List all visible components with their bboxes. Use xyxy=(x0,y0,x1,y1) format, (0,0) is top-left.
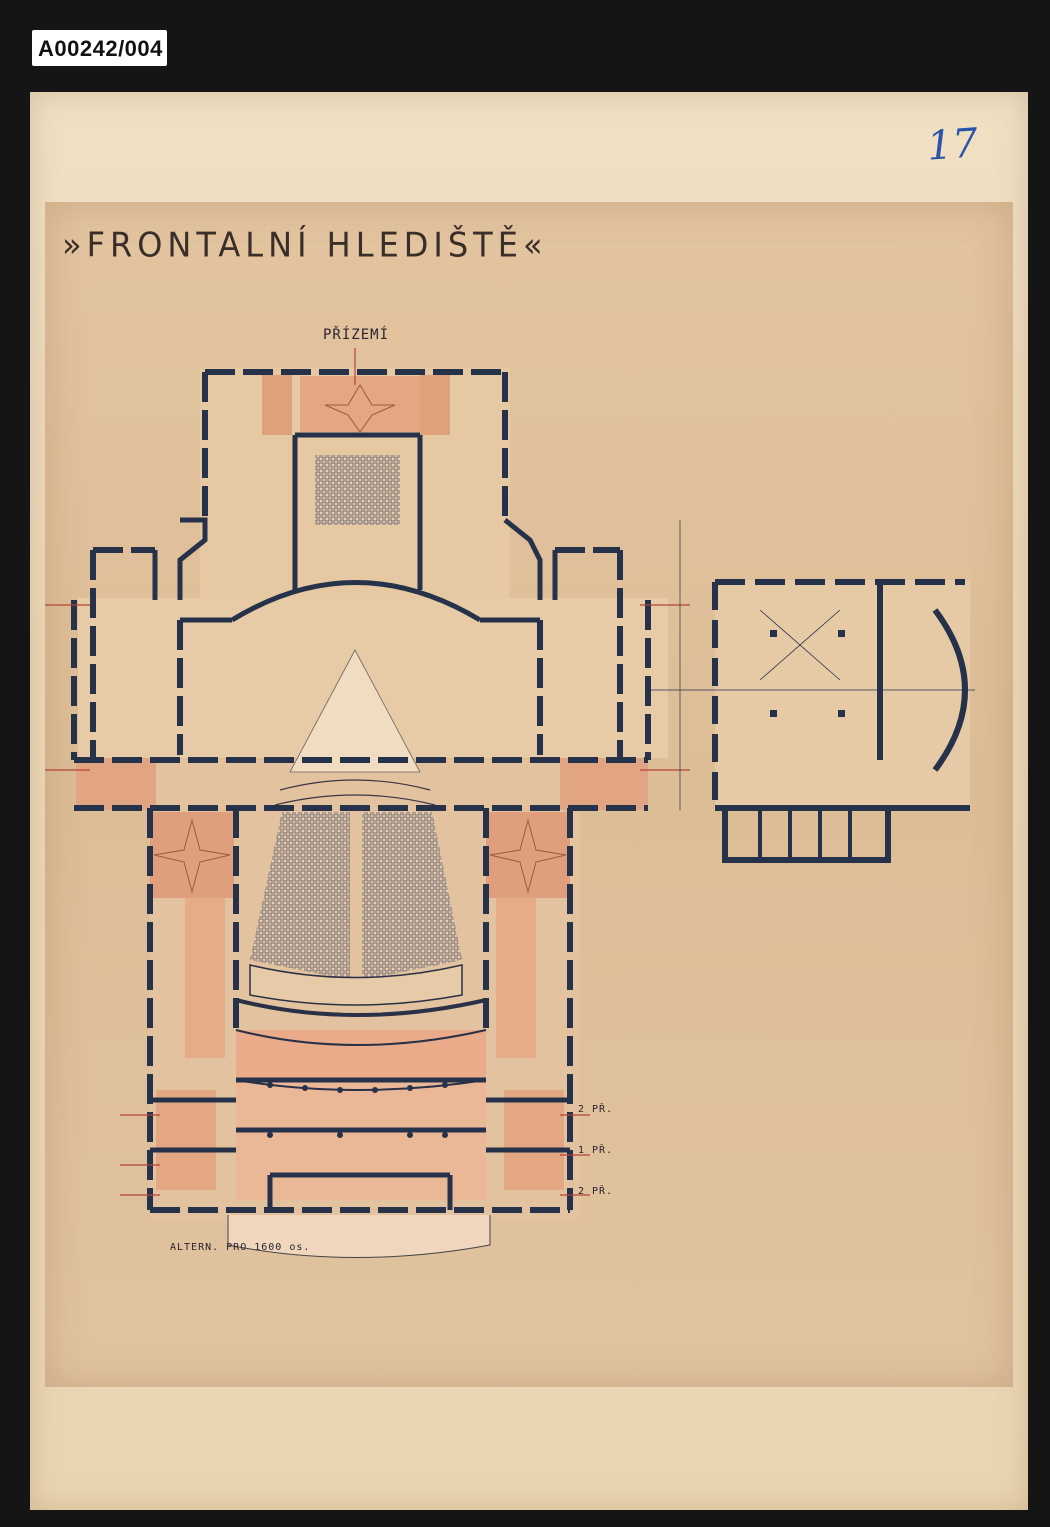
alternative-note: ALTERN. PRO 1600 os. xyxy=(170,1242,311,1253)
floor-label: PŘÍZEMÍ xyxy=(323,327,390,343)
auditorium xyxy=(227,649,491,1258)
wash-fills xyxy=(76,368,970,1220)
side-building-columns xyxy=(770,630,845,717)
side-building xyxy=(650,579,975,863)
star-ornaments xyxy=(153,384,567,894)
drawing-title: »FRONTALNÍ HLEDIŠTĚ« xyxy=(62,225,548,265)
level-mark-2: 1 PŘ. xyxy=(578,1145,614,1156)
main-building-walls xyxy=(71,369,651,1213)
main-building-inner-walls xyxy=(150,432,570,1210)
level-mark-1: 2 PŘ. xyxy=(578,1104,614,1115)
upper-seating xyxy=(315,455,400,525)
catalog-label: A00242/004 xyxy=(32,30,167,66)
column-dots xyxy=(267,1082,448,1138)
level-mark-3: 2 PŘ. xyxy=(578,1186,614,1197)
entrance-arrows xyxy=(45,348,690,1196)
